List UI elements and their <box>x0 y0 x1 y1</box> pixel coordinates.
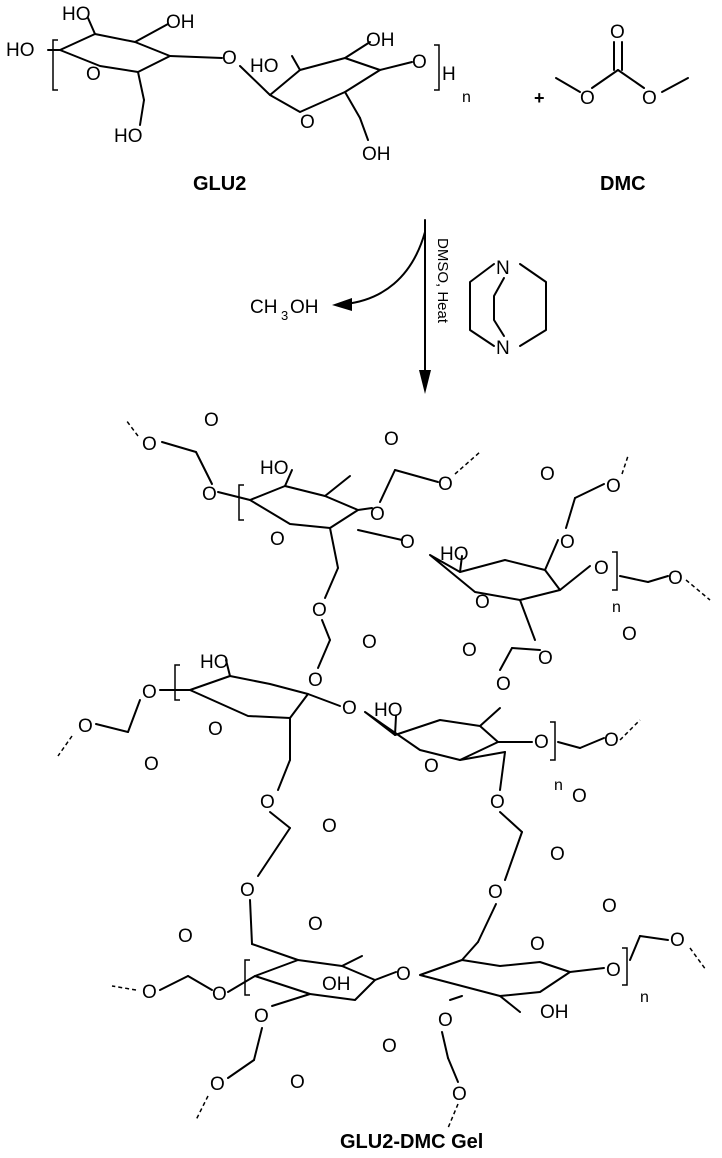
reaction-conditions: DMSO, Heat <box>434 238 451 324</box>
svg-text:O: O <box>362 632 377 653</box>
svg-text:O: O <box>240 880 255 901</box>
svg-text:N: N <box>496 258 510 279</box>
svg-text:O: O <box>142 982 157 1003</box>
plus-sign: + <box>534 88 545 108</box>
svg-text:HO: HO <box>200 652 229 673</box>
svg-text:O: O <box>438 474 453 495</box>
gel-unit-bottom-left: O OH O O O O O O O <box>111 914 411 1121</box>
svg-text:O: O <box>300 112 315 133</box>
svg-text:OH: OH <box>540 1002 569 1023</box>
svg-text:O: O <box>488 882 503 903</box>
svg-text:O: O <box>580 88 595 109</box>
dabco-catalyst: N N <box>469 258 547 359</box>
svg-text:OH: OH <box>322 974 351 995</box>
svg-text:O: O <box>308 914 323 935</box>
svg-text:O: O <box>208 719 223 740</box>
svg-text:O: O <box>670 930 685 951</box>
svg-text:O: O <box>604 730 619 751</box>
svg-text:OH: OH <box>166 12 195 33</box>
svg-text:n: n <box>640 989 649 1006</box>
svg-text:HO: HO <box>62 4 91 25</box>
svg-text:O: O <box>668 568 683 589</box>
svg-text:O: O <box>342 698 357 719</box>
svg-text:O: O <box>606 960 621 981</box>
svg-text:OH: OH <box>362 144 391 165</box>
svg-text:OH: OH <box>290 297 319 318</box>
svg-text:O: O <box>210 1074 225 1095</box>
product-label: GLU2-DMC Gel <box>340 1131 483 1153</box>
svg-text:O: O <box>642 88 657 109</box>
gel-unit-bottom-right: O OH O O O O n O O <box>382 896 707 1129</box>
svg-text:O: O <box>382 1036 397 1057</box>
svg-text:O: O <box>462 640 477 661</box>
svg-text:O: O <box>452 1084 467 1105</box>
glu2-label: GLU2 <box>193 173 246 195</box>
svg-text:O: O <box>144 754 159 775</box>
svg-text:O: O <box>78 716 93 737</box>
svg-text:O: O <box>142 434 157 455</box>
svg-text:O: O <box>260 792 275 813</box>
svg-text:O: O <box>86 64 101 85</box>
svg-text:O: O <box>438 1010 453 1031</box>
svg-text:n: n <box>612 599 621 616</box>
reaction-arrow <box>332 219 431 394</box>
svg-text:O: O <box>606 476 621 497</box>
svg-text:HO: HO <box>6 40 35 61</box>
svg-text:HO: HO <box>114 126 143 147</box>
svg-text:O: O <box>550 844 565 865</box>
svg-text:O: O <box>610 22 625 43</box>
svg-text:O: O <box>290 1072 305 1093</box>
gel-unit-top-right: HO O O O O O n O O O O O <box>429 455 711 695</box>
gel-unit-middle-left: HO O O O O O O O O <box>57 652 357 945</box>
svg-text:n: n <box>462 89 471 106</box>
methanol-byproduct: CH 3 OH <box>250 297 319 323</box>
gel-unit-middle-right: HO O O n O O O O O <box>364 700 641 943</box>
svg-text:CH: CH <box>250 297 277 318</box>
svg-text:O: O <box>202 484 217 505</box>
svg-text:O: O <box>594 558 609 579</box>
svg-text:O: O <box>212 984 227 1005</box>
svg-text:O: O <box>490 792 505 813</box>
svg-text:O: O <box>530 934 545 955</box>
svg-text:O: O <box>534 732 549 753</box>
svg-text:HO: HO <box>250 56 279 77</box>
svg-text:O: O <box>384 429 399 450</box>
svg-text:3: 3 <box>281 308 288 323</box>
svg-text:O: O <box>270 529 285 550</box>
svg-text:O: O <box>222 48 237 69</box>
svg-text:O: O <box>475 592 490 613</box>
svg-text:O: O <box>254 1006 269 1027</box>
svg-text:N: N <box>496 338 510 359</box>
dmc-label: DMC <box>600 173 646 195</box>
gel-unit-top-left: HO O O O O O O O O O O O <box>125 410 481 691</box>
svg-text:O: O <box>312 600 327 621</box>
glu2-structure: HO HO OH O HO O HO OH O OH O H n <box>6 4 471 165</box>
svg-text:O: O <box>400 532 415 553</box>
svg-text:O: O <box>572 786 587 807</box>
svg-text:O: O <box>370 504 385 525</box>
dmc-structure: O O O <box>555 22 689 109</box>
svg-text:O: O <box>204 410 219 431</box>
svg-text:H: H <box>442 64 456 85</box>
svg-text:O: O <box>142 682 157 703</box>
svg-text:O: O <box>496 674 511 695</box>
svg-text:O: O <box>622 624 637 645</box>
svg-text:O: O <box>308 670 323 691</box>
svg-text:O: O <box>602 896 617 917</box>
svg-text:OH: OH <box>366 30 395 51</box>
svg-text:O: O <box>538 648 553 669</box>
svg-text:O: O <box>396 964 411 985</box>
svg-text:O: O <box>560 532 575 553</box>
svg-text:O: O <box>540 464 555 485</box>
svg-text:HO: HO <box>374 700 403 721</box>
svg-text:O: O <box>424 756 439 777</box>
svg-text:O: O <box>412 52 427 73</box>
svg-text:HO: HO <box>260 458 289 479</box>
svg-text:HO: HO <box>440 544 469 565</box>
gel-structure: HO O O O O O O O O O O O <box>57 410 711 1129</box>
svg-text:O: O <box>322 816 337 837</box>
svg-text:O: O <box>178 926 193 947</box>
svg-text:n: n <box>554 777 563 794</box>
